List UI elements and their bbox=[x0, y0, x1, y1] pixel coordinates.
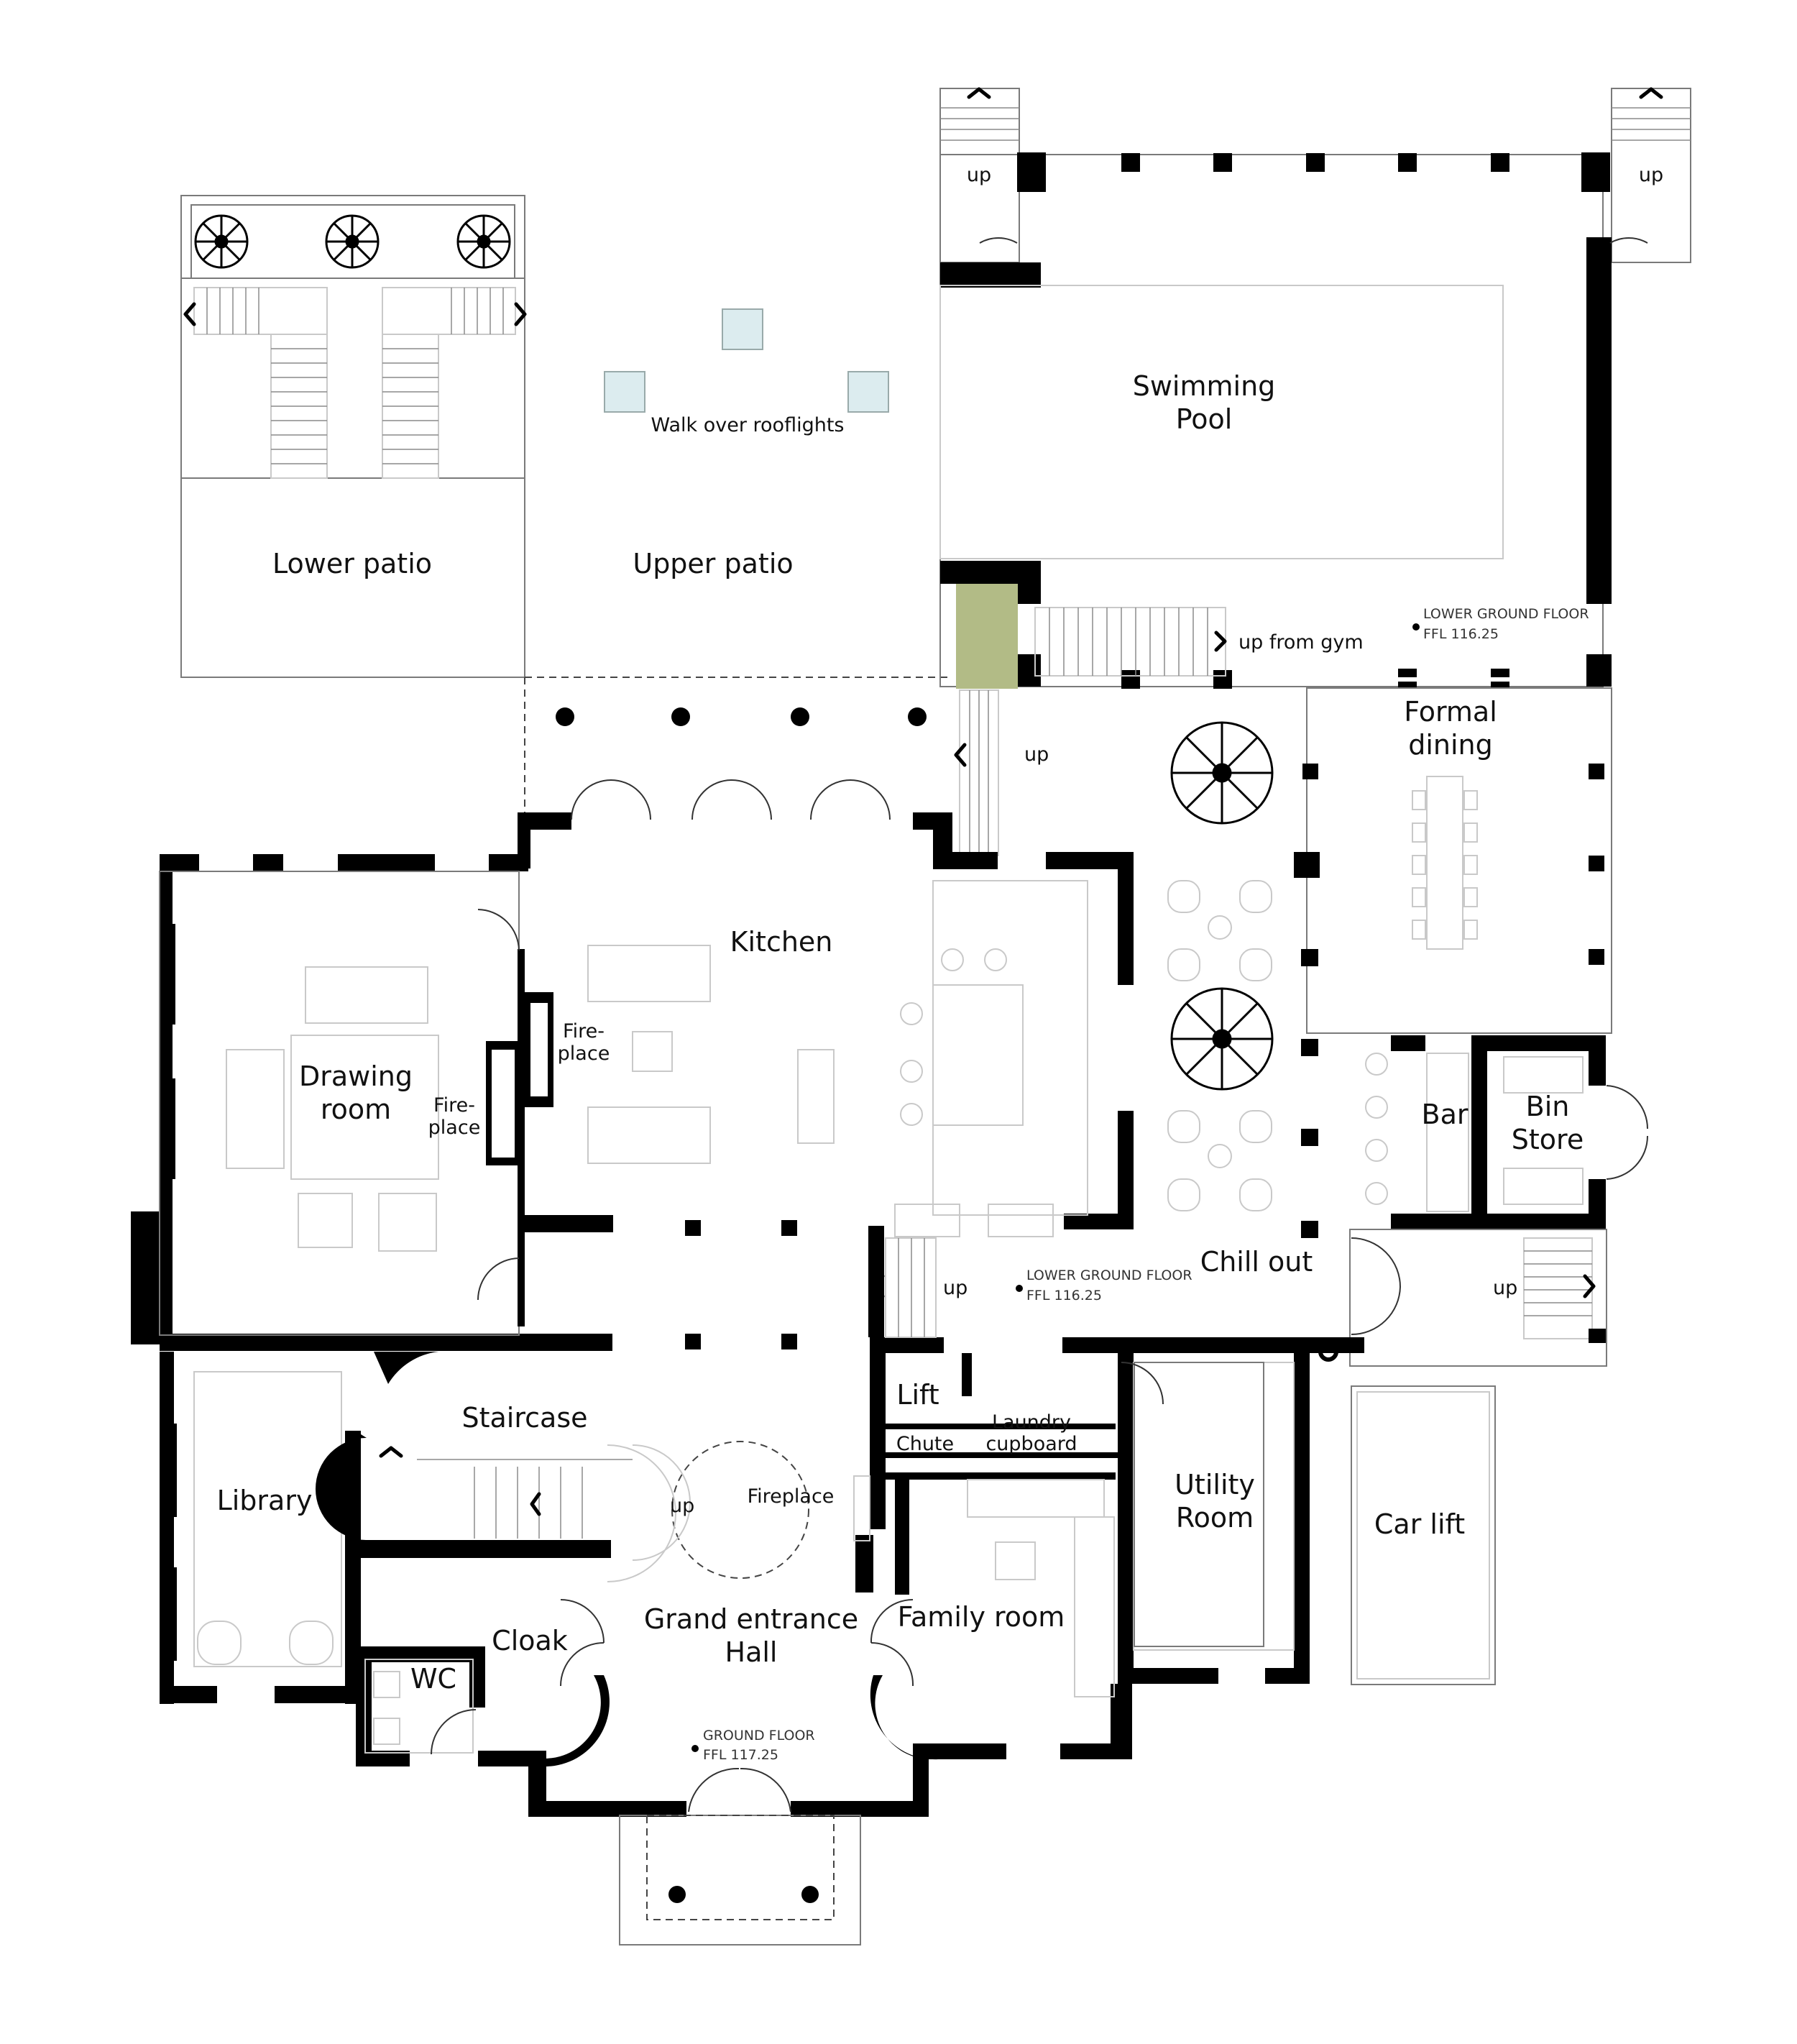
patio-stair-right bbox=[382, 287, 516, 479]
room-label: Staircase bbox=[461, 1402, 587, 1434]
bar-stools bbox=[1365, 1053, 1388, 1205]
room-label: Drawing bbox=[299, 1060, 413, 1092]
gym-stair bbox=[1034, 607, 1226, 677]
patio-area bbox=[180, 195, 952, 816]
rooflight bbox=[604, 371, 645, 413]
room-label: Swimming bbox=[1133, 370, 1276, 402]
chill-stair-left bbox=[885, 1237, 937, 1338]
stair-note: up bbox=[943, 1277, 968, 1299]
room-label: Utility bbox=[1175, 1469, 1255, 1500]
rooflight bbox=[847, 371, 889, 413]
room-label: Lift bbox=[896, 1379, 939, 1411]
chevron-left-icon bbox=[872, 1274, 885, 1298]
level-marker-icon bbox=[691, 623, 1420, 1752]
stair-note: up bbox=[967, 164, 991, 186]
main-staircase bbox=[417, 1459, 633, 1539]
room-label: Bar bbox=[1422, 1099, 1469, 1130]
room-label: Walk over rooflights bbox=[651, 414, 845, 436]
room-label: Car lift bbox=[1374, 1508, 1465, 1540]
chevron-up-icon bbox=[1639, 87, 1663, 99]
chevron-right-icon bbox=[1214, 631, 1227, 652]
room-label: Chill out bbox=[1200, 1246, 1313, 1278]
level-label: LOWER GROUND FLOOR bbox=[1026, 1268, 1192, 1283]
labels: Lower patio Upper patio Walk over roofli… bbox=[217, 164, 1664, 1763]
level-label: LOWER GROUND FLOOR bbox=[1423, 606, 1589, 622]
chevron-left-icon bbox=[954, 743, 967, 767]
chill-out-area bbox=[1167, 852, 1649, 1367]
doors bbox=[431, 779, 1164, 1755]
room-label: Fireplace bbox=[748, 1485, 835, 1508]
terrace-stair bbox=[959, 689, 999, 856]
room-label: Store bbox=[1512, 1124, 1584, 1155]
chevron-right-icon bbox=[514, 302, 527, 326]
lounge-chairs bbox=[1167, 880, 1272, 1211]
chevron-left-icon bbox=[530, 1492, 541, 1516]
room-label: cupboard bbox=[985, 1433, 1077, 1455]
stair-note: up from gym bbox=[1238, 631, 1364, 654]
void-shaft bbox=[956, 584, 1018, 689]
chevron-right-icon bbox=[1583, 1274, 1596, 1298]
chevron-up-icon bbox=[379, 1446, 403, 1458]
room-label: Lower patio bbox=[272, 548, 432, 579]
stair-note: up bbox=[1493, 1277, 1517, 1299]
tree-icon bbox=[1170, 721, 1274, 825]
planter-tree-icon bbox=[325, 214, 380, 269]
main-house-walls bbox=[131, 812, 1364, 1946]
room-label: Laundry bbox=[992, 1411, 1071, 1434]
room-label: Formal bbox=[1404, 696, 1497, 728]
patio-stair-left bbox=[193, 287, 328, 479]
room-label: Fire- bbox=[433, 1094, 475, 1117]
room-label: Pool bbox=[1176, 403, 1233, 435]
tree-icon bbox=[1170, 987, 1274, 1091]
pool-wing bbox=[939, 87, 1691, 689]
planter-tree-icon bbox=[194, 214, 249, 269]
room-label: WC bbox=[410, 1663, 456, 1695]
stair-note: up bbox=[1639, 164, 1663, 186]
stair-note: up bbox=[1024, 743, 1049, 766]
room-label: Upper patio bbox=[633, 548, 793, 579]
room-label: place bbox=[558, 1042, 610, 1065]
room-label: Kitchen bbox=[730, 926, 833, 958]
room-label: Bin bbox=[1526, 1091, 1570, 1122]
level-label: FFL 117.25 bbox=[703, 1747, 778, 1763]
dining-chairs bbox=[1412, 790, 1478, 940]
room-label: Fire- bbox=[563, 1020, 605, 1042]
furniture bbox=[197, 880, 1115, 1754]
chill-stair-right bbox=[1523, 1237, 1593, 1339]
chevron-up-icon bbox=[967, 87, 991, 99]
stair-note: up bbox=[670, 1495, 694, 1517]
chevron-left-icon bbox=[183, 302, 196, 326]
room-label: Family room bbox=[898, 1601, 1065, 1633]
room-label: Hall bbox=[725, 1636, 778, 1668]
room-label: room bbox=[321, 1094, 391, 1125]
room-label: Grand entrance bbox=[644, 1603, 858, 1635]
planter-tree-icon bbox=[456, 214, 511, 269]
room-label: Chute bbox=[896, 1433, 954, 1455]
rooflight bbox=[722, 308, 763, 350]
room-label: Room bbox=[1176, 1502, 1254, 1534]
room-label: dining bbox=[1408, 729, 1493, 761]
level-label: FFL 116.25 bbox=[1026, 1288, 1102, 1303]
room-label: Library bbox=[217, 1485, 313, 1516]
level-label: GROUND FLOOR bbox=[703, 1728, 815, 1743]
room-label: place bbox=[428, 1117, 481, 1139]
car-lift bbox=[1351, 1385, 1496, 1685]
room-label: Cloak bbox=[492, 1625, 568, 1656]
level-label: FFL 116.25 bbox=[1423, 626, 1499, 642]
formal-dining-area bbox=[954, 687, 1612, 1091]
